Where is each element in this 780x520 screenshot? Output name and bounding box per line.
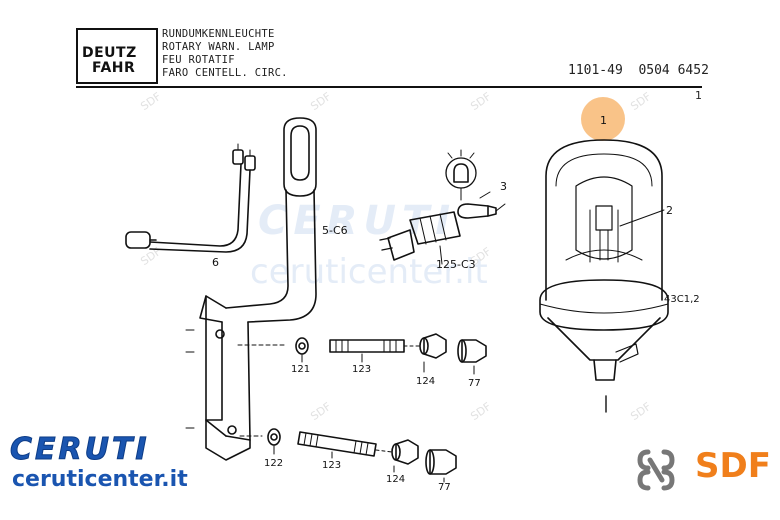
watermark-brand: CERUTI xyxy=(258,198,457,244)
title-line-en: ROTARY WARN. LAMP xyxy=(162,41,275,53)
bulb-plug xyxy=(379,149,506,265)
callout-124-lower: 124 xyxy=(386,474,405,485)
callout-123-lower: 123 xyxy=(322,460,341,471)
callout-highlight xyxy=(581,97,625,141)
hardware-row-upper xyxy=(237,333,487,363)
rotary-warning-lamp xyxy=(539,139,669,413)
leader-lines xyxy=(273,191,491,483)
cable-6 xyxy=(125,143,256,253)
hardware-row-lower xyxy=(239,428,457,475)
ceruti-logo: CERUTI xyxy=(10,432,150,468)
drawing-number: 0504 6452 xyxy=(638,63,709,78)
header-rule xyxy=(76,86,702,88)
callout-6: 6 xyxy=(212,256,219,269)
callout-121: 121 xyxy=(291,364,310,375)
sdf-logo-text: SDF xyxy=(695,446,771,486)
part-group: 1101-49 xyxy=(568,63,623,78)
deutz-fahr-logo: DEUTZ FAHR xyxy=(76,28,158,84)
ceruti-url: ceruticenter.it xyxy=(12,467,188,492)
callout-1: 1 xyxy=(600,114,607,127)
callout-122: 122 xyxy=(264,458,283,469)
reference-125-c3: 125-C3 xyxy=(436,258,476,271)
title-line-de: RUNDUMKENNLEUCHTE xyxy=(162,28,275,40)
callout-2: 2 xyxy=(666,204,673,217)
part-number: 1101-49 0504 6452 xyxy=(568,63,709,78)
logo-word-top: DEUTZ xyxy=(82,45,137,61)
reference-5-c6: 5-C6 xyxy=(322,224,348,237)
title-line-it: FARO CENTELL. CIRC. xyxy=(162,67,288,79)
callout-123-upper: 123 xyxy=(352,364,371,375)
sdf-logo-mark xyxy=(637,449,675,491)
callout-77-lower: 77 xyxy=(438,482,451,493)
mounting-bracket xyxy=(185,117,317,461)
callout-77-upper: 77 xyxy=(468,378,481,389)
watermark-url: ceruticenter.it xyxy=(250,252,488,292)
callout-3: 3 xyxy=(500,180,507,193)
callout-124-upper: 124 xyxy=(416,376,435,387)
logo-word-bottom: FAHR xyxy=(92,60,136,76)
sheet-number: 1 xyxy=(695,89,702,102)
title-line-fr: FEU ROTATIF xyxy=(162,54,235,66)
reference-43-c1-2: 43C1,2 xyxy=(664,294,700,305)
